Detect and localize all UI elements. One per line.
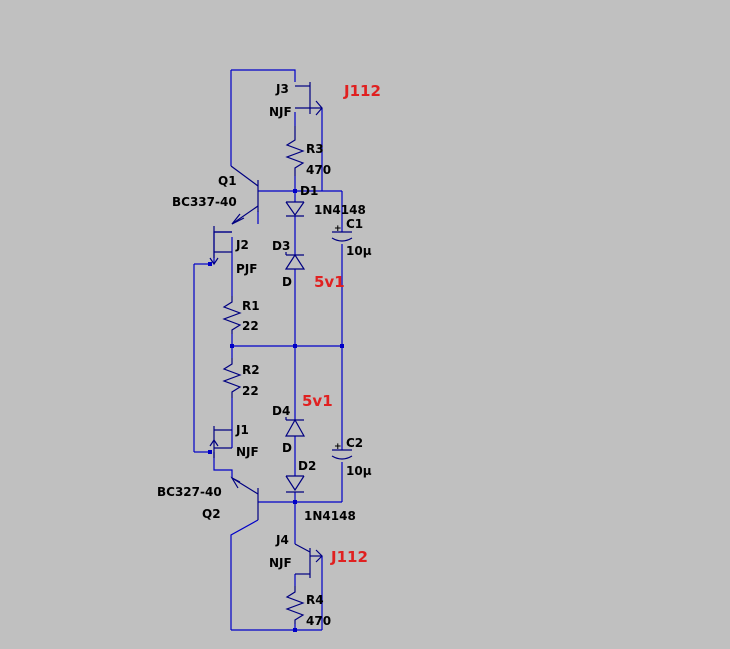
j1-ref-label: J1 bbox=[235, 423, 249, 437]
q2-type-label: BC327-40 bbox=[157, 485, 222, 499]
zener-upper-note: 5v1 bbox=[314, 273, 345, 291]
j1-type-label: NJF bbox=[236, 445, 259, 459]
c1-value-label: 10µ bbox=[346, 244, 372, 258]
c1-plus-mark: + bbox=[334, 224, 342, 234]
c1-ref-label: C1 bbox=[346, 217, 363, 231]
d1-type-label: 1N4148 bbox=[314, 203, 366, 217]
r3-value-label: 470 bbox=[306, 163, 331, 177]
j4-ref-label: J4 bbox=[275, 533, 289, 547]
zener-d4-symbol[interactable] bbox=[284, 417, 306, 437]
jfet-j2-symbol[interactable] bbox=[209, 226, 232, 266]
c2-plus-mark: + bbox=[334, 442, 342, 452]
capacitor-c1-symbol[interactable] bbox=[331, 231, 353, 242]
c2-value-label: 10µ bbox=[346, 464, 372, 478]
jfet-j1-symbol[interactable] bbox=[209, 426, 232, 458]
j4-type-label: NJF bbox=[269, 556, 292, 570]
zener-d3-symbol[interactable] bbox=[284, 252, 306, 270]
d4-type-label: D bbox=[282, 441, 292, 455]
jfet-j4-symbol[interactable] bbox=[294, 543, 323, 578]
transistor-q1-symbol[interactable] bbox=[230, 165, 259, 225]
jfet-j3-symbol[interactable] bbox=[295, 82, 323, 116]
q2-ref-label: Q2 bbox=[202, 507, 221, 521]
r1-ref-label: R1 bbox=[242, 299, 260, 313]
d4-ref-label: D4 bbox=[272, 404, 290, 418]
r2-value-label: 22 bbox=[242, 384, 259, 398]
r3-ref-label: R3 bbox=[306, 142, 324, 156]
d2-ref-label: D2 bbox=[298, 459, 316, 473]
j112-bottom-note: J112 bbox=[330, 548, 368, 566]
diode-d1-symbol[interactable] bbox=[285, 201, 305, 217]
capacitor-c2-symbol[interactable] bbox=[331, 449, 353, 460]
d3-ref-label: D3 bbox=[272, 239, 290, 253]
r2-ref-label: R2 bbox=[242, 363, 260, 377]
r4-ref-label: R4 bbox=[306, 593, 324, 607]
j2-type-label: PJF bbox=[236, 262, 257, 276]
j2-ref-label: J2 bbox=[235, 238, 249, 252]
d1-ref-label: D1 bbox=[300, 184, 318, 198]
diode-d2-symbol[interactable] bbox=[285, 475, 305, 493]
d2-type-label: 1N4148 bbox=[304, 509, 356, 523]
j112-top-note: J112 bbox=[343, 82, 381, 100]
junction-dots bbox=[208, 189, 344, 632]
resistor-r4-symbol[interactable] bbox=[285, 586, 305, 624]
zener-lower-note: 5v1 bbox=[302, 392, 333, 410]
q1-ref-label: Q1 bbox=[218, 174, 237, 188]
resistor-r3-symbol[interactable] bbox=[285, 126, 305, 176]
r4-value-label: 470 bbox=[306, 614, 331, 628]
resistor-r1-symbol[interactable] bbox=[222, 296, 242, 334]
resistor-r2-symbol[interactable] bbox=[222, 358, 242, 398]
j3-ref-label: J3 bbox=[275, 82, 289, 96]
transistor-q2-symbol[interactable] bbox=[230, 476, 259, 520]
q1-type-label: BC337-40 bbox=[172, 195, 237, 209]
c2-ref-label: C2 bbox=[346, 436, 363, 450]
d3-type-label: D bbox=[282, 275, 292, 289]
r1-value-label: 22 bbox=[242, 319, 259, 333]
j3-type-label: NJF bbox=[269, 105, 292, 119]
wires bbox=[193, 69, 343, 631]
